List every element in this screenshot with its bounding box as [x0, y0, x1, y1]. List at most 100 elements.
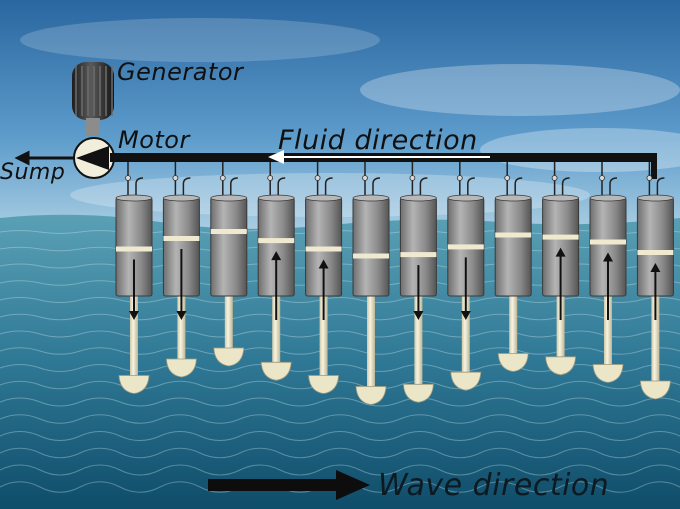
- piston-arrow-up-head: [271, 251, 282, 261]
- piston-arrow-up-head: [555, 247, 566, 257]
- piston-float: [450, 371, 482, 391]
- wave-ripple: [0, 297, 680, 303]
- piston-valve: [409, 175, 416, 181]
- piston-valve: [219, 175, 226, 181]
- piston-float: [355, 386, 387, 405]
- piston-valve: [267, 175, 274, 181]
- piston-head: [210, 229, 247, 234]
- piston-unit: [447, 162, 485, 391]
- manifold-pipe-end: [651, 153, 657, 179]
- wave-ripple: [0, 347, 680, 355]
- piston-cylinder-cap: [637, 194, 674, 202]
- piston-valve: [172, 175, 179, 181]
- piston-float: [592, 364, 624, 383]
- piston-return-line: [561, 177, 570, 198]
- piston-head: [495, 232, 532, 238]
- piston-arrow-down-head: [129, 311, 139, 320]
- piston-unit: [210, 162, 248, 367]
- piston-head: [637, 250, 674, 255]
- piston-head: [258, 238, 295, 244]
- piston-cylinder-cap: [589, 194, 627, 202]
- sump-label: Sump: [0, 160, 66, 185]
- piston-float: [118, 375, 150, 394]
- piston-cylinder: [352, 197, 390, 297]
- piston-float: [545, 356, 577, 376]
- wave-ripple: [0, 464, 680, 476]
- fluid-direction-arrow: [268, 150, 490, 164]
- piston-cylinder: [494, 197, 532, 297]
- wave-ripple: [0, 431, 680, 441]
- piston-cylinder-cap: [305, 194, 343, 202]
- generator-fins: [75, 66, 113, 116]
- piston-head: [353, 253, 389, 259]
- piston-float: [213, 347, 245, 367]
- piston-cylinder-cap: [210, 194, 248, 202]
- piston-arrow-down-head: [176, 311, 187, 320]
- motor-pump-triangle: [76, 146, 109, 170]
- fluid-direction-label: Fluid direction: [278, 125, 478, 156]
- wave-ripple: [0, 380, 680, 390]
- piston-float: [165, 358, 197, 378]
- piston-cylinder-cap: [399, 194, 437, 202]
- generator-body: [72, 62, 114, 120]
- wave-direction-arrow: [208, 470, 370, 500]
- motor-label: Motor: [118, 126, 190, 154]
- piston-float: [260, 361, 292, 381]
- wave-ripple: [0, 313, 680, 321]
- piston-head: [305, 246, 342, 252]
- piston-unit: [542, 162, 580, 376]
- piston-cylinder-cap: [257, 194, 295, 202]
- piston-unit: [257, 162, 295, 381]
- piston-unit: [589, 162, 627, 383]
- wave-direction-label: Wave direction: [378, 468, 610, 503]
- piston-arrow-up-head: [318, 259, 329, 269]
- generator-shaft: [86, 118, 100, 136]
- piston-valve: [314, 175, 321, 181]
- piston-cylinder-cap: [352, 194, 390, 202]
- piston-array: [115, 162, 674, 405]
- cloud: [360, 64, 680, 116]
- piston-return-line: [609, 177, 618, 198]
- piston-cylinder: [210, 197, 248, 297]
- piston-unit: [162, 162, 200, 378]
- piston-valve: [551, 175, 558, 181]
- piston-return-line: [372, 177, 381, 198]
- piston-valve: [362, 175, 368, 181]
- piston-unit: [115, 162, 153, 394]
- piston-rod: [367, 256, 375, 387]
- piston-unit: [636, 162, 674, 400]
- piston-valve: [125, 175, 131, 181]
- piston-cylinder-cap: [115, 194, 153, 202]
- wave-ripple: [0, 414, 680, 424]
- generator-label: Generator: [117, 58, 244, 86]
- piston-valve: [504, 175, 511, 181]
- piston-head: [542, 234, 579, 240]
- piston-return-line: [182, 177, 191, 198]
- piston-cylinder-cap: [494, 194, 532, 202]
- piston-head: [163, 236, 200, 241]
- piston-return-line: [467, 177, 475, 198]
- sky: [0, 0, 680, 230]
- piston-valve: [599, 175, 605, 181]
- piston-head: [590, 239, 626, 245]
- piston-return-line: [277, 177, 286, 198]
- piston-head: [400, 252, 437, 258]
- piston-valve: [456, 175, 463, 181]
- piston-return-line: [514, 177, 523, 198]
- piston-return-line: [230, 177, 238, 198]
- piston-head: [447, 244, 484, 250]
- piston-cylinder-cap: [162, 194, 200, 202]
- piston-arrow-down-head: [413, 311, 424, 320]
- piston-unit: [305, 162, 343, 394]
- cloud: [20, 18, 380, 62]
- wave-ripple: [0, 397, 680, 407]
- piston-return-line: [419, 177, 428, 198]
- piston-return-line: [656, 177, 665, 198]
- piston-valve: [646, 175, 653, 181]
- wave-ripple: [0, 330, 680, 338]
- wave-ripple: [0, 447, 680, 459]
- piston-head: [116, 246, 152, 252]
- piston-float: [639, 380, 671, 400]
